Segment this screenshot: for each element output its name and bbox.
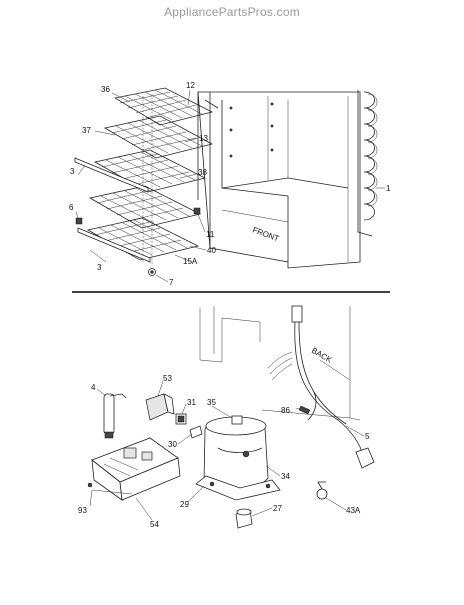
screw-86 — [298, 405, 311, 415]
wiring-back-label: BACK — [310, 346, 334, 365]
callout-15A: 15A — [183, 257, 198, 266]
relay-overload — [145, 393, 203, 439]
bottom-leader-lines — [89, 380, 365, 521]
callout-13: 13 — [199, 134, 208, 143]
callout-11: 11 — [206, 230, 215, 239]
callout-30: 30 — [168, 440, 177, 449]
callout-1: 1 — [386, 184, 391, 193]
callout-29: 29 — [180, 500, 189, 509]
callout-27: 27 — [273, 504, 282, 513]
callout-38: 38 — [198, 168, 207, 177]
compressor — [195, 415, 281, 501]
shelf-front-rails — [74, 157, 151, 263]
callout-43A: 43A — [346, 506, 361, 515]
rubber-grommet — [235, 508, 253, 529]
top-leader-lines — [75, 89, 385, 283]
callout-37: 37 — [82, 126, 91, 135]
capacitor — [103, 393, 127, 439]
callout-54: 54 — [150, 520, 159, 529]
callout-12: 12 — [186, 81, 195, 90]
callout-40: 40 — [207, 246, 216, 255]
control-board — [87, 437, 181, 501]
callout-53: 53 — [163, 374, 172, 383]
callout-34: 34 — [281, 472, 290, 481]
top-callouts: 36 12 37 13 38 3 1 6 11 40 15A 3 7 — [69, 81, 391, 287]
callout-7: 7 — [169, 278, 174, 287]
callout-3-lower: 3 — [97, 263, 102, 272]
site-watermark: AppliancePartsPros.com — [164, 5, 300, 19]
callout-86: 86 — [281, 406, 290, 415]
callout-3-upper: 3 — [70, 167, 75, 176]
callout-31: 31 — [187, 398, 196, 407]
wire-shelf-stack — [86, 87, 214, 266]
callout-5: 5 — [365, 432, 370, 441]
clamp-43A — [316, 481, 328, 500]
bottom-callouts: 4 53 35 31 86 30 5 34 93 29 54 27 43A — [78, 374, 370, 529]
shelf-clips — [75, 207, 201, 276]
callout-35: 35 — [207, 398, 216, 407]
callout-93: 93 — [78, 506, 87, 515]
wiring-harness: BACK — [267, 305, 375, 469]
callout-4: 4 — [91, 383, 96, 392]
cabinet-front-label: FRONT — [251, 225, 280, 243]
cabinet-rear-outline — [199, 306, 361, 421]
evaporator-coil — [357, 90, 378, 237]
callout-6: 6 — [69, 203, 74, 212]
freezer-cabinet: FRONT — [197, 91, 361, 269]
callout-36: 36 — [101, 85, 110, 94]
